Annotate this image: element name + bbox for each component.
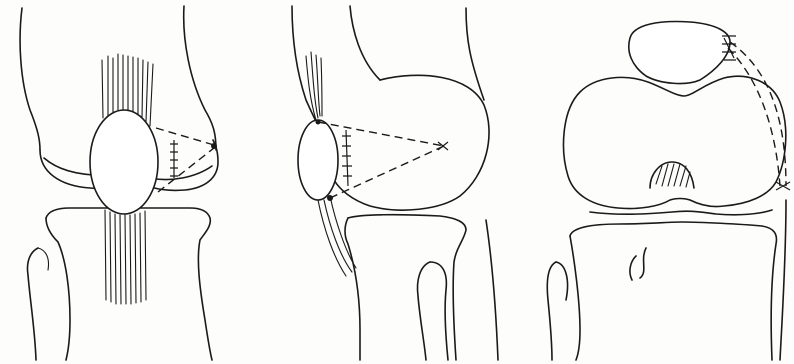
graft-dashed-axial-1: [730, 42, 786, 186]
patella-lateral: [298, 120, 338, 200]
patella-axial: [629, 22, 730, 84]
femur-anterior-edge: [292, 6, 320, 130]
graft-dashed-upper: [156, 128, 214, 145]
femur-outline-left: [20, 8, 40, 150]
femoral-condyle: [334, 75, 489, 210]
panel-anterior-view: [20, 6, 218, 360]
tibial-plateau-axial: [570, 222, 776, 360]
tibia-left-edge: [46, 218, 70, 360]
femoral-fixation-point: [211, 143, 217, 149]
leg-right-contour: [780, 200, 786, 360]
femur-posterior-edge: [350, 6, 380, 80]
suture-line-axial: [722, 36, 790, 190]
patella-fixation-upper: [316, 120, 321, 125]
graft-dashed-upper-lateral: [318, 122, 444, 146]
tibia-front: [345, 218, 360, 360]
femur-back-contour: [466, 8, 484, 100]
fibula-axial-back: [556, 262, 568, 300]
femur-outline-right: [184, 6, 216, 150]
tibial-spine: [630, 256, 636, 280]
quadriceps-tendon-lateral: [306, 52, 322, 120]
patella-fixation-lower: [327, 195, 333, 201]
fibula-axial: [547, 262, 556, 360]
fibula: [27, 248, 38, 360]
calf-outline: [486, 220, 498, 360]
patella: [90, 110, 158, 214]
suture-line: [170, 140, 178, 178]
panel-axial-view: [547, 22, 790, 360]
fibula-lateral: [418, 262, 431, 360]
tibial-spine-2: [640, 248, 646, 278]
panel-lateral-view: [292, 6, 498, 360]
femoral-condyles-axial: [564, 76, 786, 208]
tibial-plateau: [46, 208, 212, 360]
patellar-tendon-lateral: [318, 196, 356, 276]
fibula-lateral-back: [430, 262, 448, 360]
graft-dashed-axial-2: [728, 48, 780, 186]
tibial-plateau-lateral: [348, 215, 466, 360]
intercondylar-notch: [650, 162, 694, 188]
joint-line-right: [150, 166, 212, 180]
patellar-tendon-fibers: [105, 210, 146, 304]
suture-line-lateral: [342, 130, 448, 186]
tibia-left-axial: [570, 236, 580, 360]
joint-line-axial: [590, 210, 772, 215]
fibula-head: [38, 248, 49, 270]
